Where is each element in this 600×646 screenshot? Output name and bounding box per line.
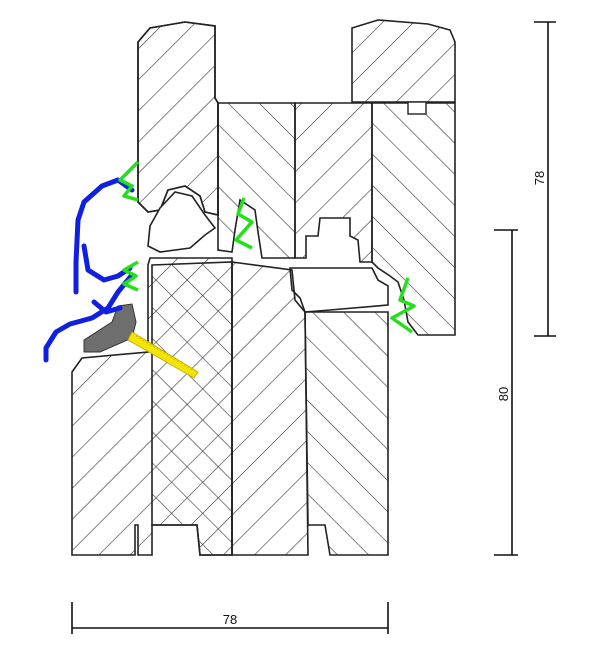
dimension-label-bottom-height: 80 [496,387,511,401]
dimension-right-bottom-height: 80 [494,229,518,556]
dimension-label-width: 78 [223,612,237,627]
sash-middle-lamellas [217,101,456,336]
sash-left-lamella [137,21,219,217]
sash-top-right-cap [351,19,456,103]
sealing-gaskets [118,160,416,334]
dimension-right-top-height: 78 [532,21,556,337]
weather-seal-profile [43,177,135,363]
glazing-rebate [147,191,389,313]
fixing-screw [127,331,199,379]
dimension-label-top-height: 78 [532,171,547,185]
frame-lamellas [71,257,389,556]
drip-insert [83,303,137,353]
dimension-bottom-width: 78 [71,602,389,634]
